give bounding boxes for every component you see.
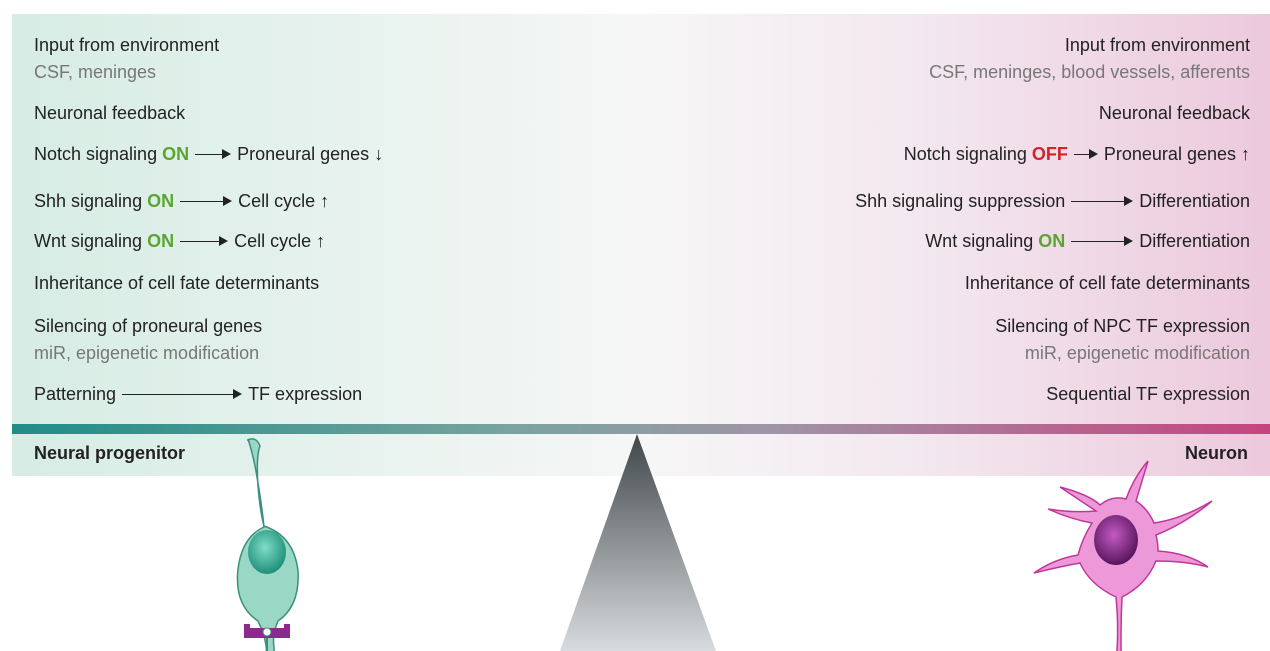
progenitor-feedback: Neuronal feedback [34, 103, 186, 123]
up-arrow-icon: ↑ [1241, 144, 1250, 164]
neuron-nucleus [1094, 515, 1138, 565]
neural-progenitor-cell [236, 438, 299, 651]
notch-state: OFF [1031, 144, 1068, 164]
wnt-target: Differentiation [1139, 231, 1250, 251]
shh-label: Shh signaling [34, 191, 143, 211]
balance-beam [12, 424, 1270, 434]
arrow-icon [1071, 190, 1134, 212]
progenitor-patterning-row: Patterning TF expression [34, 383, 362, 405]
progenitor-notch-row: Notch signaling ON Proneural genes ↓ [34, 143, 383, 165]
progenitor-silencing-title: Silencing of proneural genes [34, 316, 263, 336]
arrow-icon [1073, 143, 1098, 165]
up-arrow-icon: ↑ [320, 191, 330, 211]
shh-state: ON [147, 191, 175, 211]
notch-target: Proneural genes [237, 144, 370, 164]
notch-label: Notch signaling [34, 144, 158, 164]
wnt-target: Cell cycle [234, 231, 312, 251]
progenitor-env-sub: CSF, meninges [34, 62, 157, 82]
wnt-state: ON [147, 231, 175, 251]
notch-state: ON [162, 144, 190, 164]
wnt-state: ON [1038, 231, 1066, 251]
notch-target: Proneural genes [1103, 144, 1236, 164]
progenitor-env-title: Input from environment [34, 35, 220, 55]
neuron-silencing-title: Silencing of NPC TF expression [995, 316, 1250, 336]
wnt-label: Wnt signaling [34, 231, 143, 251]
neuron-env-sub: CSF, meninges, blood vessels, afferents [929, 62, 1250, 82]
down-arrow-icon: ↓ [374, 144, 384, 164]
progenitor-wnt-row: Wnt signaling ON Cell cycle ↑ [34, 230, 325, 252]
neuron-silencing-sub: miR, epigenetic modification [1024, 343, 1250, 363]
neuron-inheritance: Inheritance of cell fate determinants [964, 273, 1250, 293]
notch-label: Notch signaling [903, 144, 1027, 164]
arrow-icon [180, 230, 229, 252]
patterning-target: TF expression [248, 384, 363, 404]
neuron-feedback: Neuronal feedback [1098, 103, 1250, 123]
wnt-label: Wnt signaling [925, 231, 1034, 251]
progenitor-inheritance: Inheritance of cell fate determinants [34, 273, 320, 293]
neuron-label: Neuron [1185, 443, 1248, 463]
arrow-icon [1071, 230, 1134, 252]
neuron-env-title: Input from environment [1064, 35, 1250, 55]
shh-label: Shh signaling suppression [855, 191, 1066, 211]
arrow-icon [195, 143, 232, 165]
arrow-icon [180, 190, 233, 212]
progenitor-shh-row: Shh signaling ON Cell cycle ↑ [34, 190, 329, 212]
neuron-shh-row: Shh signaling suppression Differentiation [855, 190, 1250, 212]
fulcrum-triangle [560, 434, 716, 651]
neuron-cell [1033, 460, 1213, 651]
neural-progenitor-label: Neural progenitor [34, 443, 186, 463]
neuron-notch-row: Notch signaling OFF Proneural genes ↑ [904, 143, 1250, 165]
neuron-wnt-row: Wnt signaling ON Differentiation [925, 230, 1250, 252]
arrow-icon [122, 383, 243, 405]
neuron-sequential: Sequential TF expression [1046, 384, 1250, 404]
progenitor-silencing-sub: miR, epigenetic modification [34, 343, 260, 363]
patterning-label: Patterning [34, 384, 117, 404]
progenitor-nucleus [248, 530, 286, 574]
shh-target: Differentiation [1139, 191, 1250, 211]
up-arrow-icon: ↑ [316, 231, 326, 251]
shh-target: Cell cycle [238, 191, 316, 211]
